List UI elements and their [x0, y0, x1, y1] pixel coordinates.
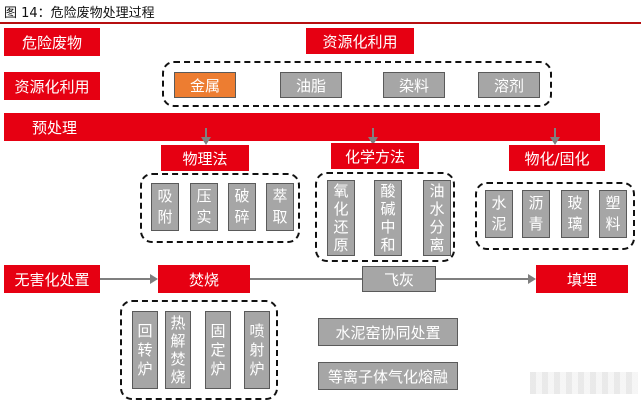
char: 射 [249, 340, 265, 359]
process-incineration: 焚烧 [158, 265, 250, 293]
char: 和 [380, 236, 396, 254]
resource-header: 资源化利用 [306, 28, 414, 54]
arrow-solidification-icon [550, 137, 560, 145]
char: 炉 [210, 359, 226, 378]
process-landfill: 填埋 [536, 265, 628, 293]
char: 酸 [380, 182, 396, 200]
char: 焚 [170, 350, 186, 368]
char: 中 [380, 218, 396, 236]
connector-solidification [554, 128, 556, 138]
physical-item-adsorption: 吸 附 [151, 183, 179, 231]
furnace-types-group [120, 300, 278, 400]
watermark [530, 372, 638, 394]
char: 压 [196, 187, 212, 205]
char: 转 [137, 340, 153, 359]
furnace-injection-furnace: 喷 射 炉 [244, 311, 270, 389]
chemical-methods-group [315, 172, 455, 262]
process-fly-ash: 飞灰 [362, 266, 436, 292]
char: 青 [528, 215, 544, 233]
method-solidification: 物化/固化 [509, 145, 605, 171]
chemical-item-redox: 氧 化 还 原 [327, 180, 355, 256]
char: 化 [333, 200, 349, 218]
label-hazardous-waste: 危险废物 [4, 28, 100, 56]
char: 实 [196, 208, 212, 226]
char: 泥 [491, 215, 507, 233]
label-resource-utilization: 资源化利用 [4, 72, 100, 100]
arrow-physical-icon [201, 137, 211, 145]
arrow-landfill-icon [528, 274, 536, 284]
char: 水 [491, 194, 507, 212]
resource-items-group [162, 61, 552, 107]
furnace-rotary-kiln: 回 转 炉 [132, 311, 158, 389]
char: 炉 [249, 359, 265, 378]
resource-item-solvent: 溶剂 [478, 72, 540, 98]
connector-physical [205, 128, 207, 138]
arrow-incineration-icon [150, 274, 158, 284]
char: 原 [333, 236, 349, 254]
char: 破 [234, 187, 250, 205]
char: 玻 [567, 194, 583, 212]
char: 定 [210, 340, 226, 359]
physical-item-compaction: 压 实 [190, 183, 218, 231]
connector-disposal-incineration [100, 278, 150, 280]
method-physical: 物理法 [161, 145, 249, 171]
chemical-item-neutralization: 酸 碱 中 和 [374, 180, 402, 256]
char: 沥 [528, 194, 544, 212]
furnace-fixed-furnace: 固 定 炉 [205, 311, 231, 389]
connector-chemical [372, 128, 374, 138]
resource-item-grease: 油脂 [280, 72, 342, 98]
char: 热 [170, 314, 186, 332]
char: 萃 [272, 187, 288, 205]
resource-item-dye: 染料 [383, 72, 445, 98]
method-chemical: 化学方法 [331, 143, 419, 169]
char: 炉 [137, 359, 153, 378]
char: 吸 [157, 187, 173, 205]
char: 取 [272, 208, 288, 226]
physical-methods-group [140, 173, 300, 243]
char: 回 [137, 321, 153, 340]
char: 离 [429, 236, 445, 254]
physical-item-crushing: 破 碎 [228, 183, 256, 231]
solidification-methods-group [475, 182, 635, 250]
char: 固 [210, 321, 226, 340]
title-underline [0, 22, 641, 24]
char: 还 [333, 218, 349, 236]
physical-item-extraction: 萃 取 [266, 183, 294, 231]
char: 水 [429, 200, 445, 218]
chemical-item-oil-water-separation: 油 水 分 离 [423, 180, 451, 256]
furnace-pyrolysis-incineration: 热 解 焚 烧 [165, 311, 191, 389]
figure-title: 图 14：危险废物处理过程 [4, 6, 155, 21]
resource-item-metal: 金属 [174, 72, 236, 98]
char: 料 [605, 215, 621, 233]
label-harmless-disposal: 无害化处置 [4, 265, 100, 293]
char: 解 [170, 332, 186, 350]
method-plasma-gasification-melting: 等离子体气化熔融 [318, 362, 458, 390]
solidification-item-asphalt: 沥 青 [522, 190, 550, 238]
char: 璃 [567, 215, 583, 233]
char: 氧 [333, 182, 349, 200]
char: 烧 [170, 368, 186, 386]
bar-pretreatment: 预处理 [4, 113, 600, 141]
char: 分 [429, 218, 445, 236]
solidification-item-glass: 玻 璃 [561, 190, 589, 238]
char: 碱 [380, 200, 396, 218]
solidification-item-plastic: 塑 料 [599, 190, 627, 238]
solidification-item-cement: 水 泥 [485, 190, 513, 238]
char: 油 [429, 182, 445, 200]
char: 碎 [234, 208, 250, 226]
method-cement-kiln-coprocessing: 水泥窑协同处置 [318, 318, 458, 346]
char: 喷 [249, 321, 265, 340]
arrow-chemical-icon [368, 137, 378, 145]
char: 附 [157, 208, 173, 226]
char: 塑 [605, 194, 621, 212]
